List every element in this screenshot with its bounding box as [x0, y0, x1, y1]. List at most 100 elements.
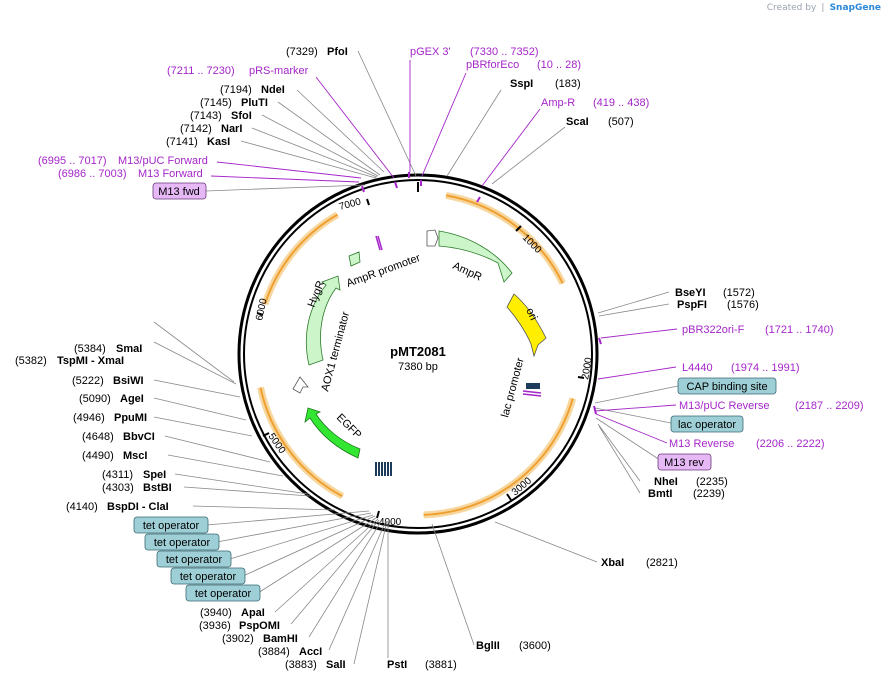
site-name-pluti[interactable]: PluTI — [241, 97, 268, 109]
site-pos-xbai: (2821) — [646, 557, 678, 569]
box-label-m13-fwd: M13 fwd — [158, 186, 200, 198]
feature-hygr[interactable] — [305, 251, 361, 366]
tick-label-7000: 7000 — [338, 196, 363, 212]
site-pos-sspi: (183) — [555, 78, 581, 90]
feature-aox1-terminator[interactable] — [292, 376, 309, 394]
primer-range-m13-forward: (6986 .. 7003) — [58, 168, 127, 180]
box-tet-operator-3[interactable]: tet operator — [156, 550, 232, 568]
site-pos-pfoi: (7329) — [286, 46, 318, 58]
primer-range-amp-r: (419 .. 438) — [593, 97, 649, 109]
box-tet-operator-1[interactable]: tet operator — [133, 516, 209, 534]
primer-name-m13-puc-forward[interactable]: M13/pUC Forward — [118, 155, 208, 167]
site-pos-agei: (5090) — [79, 393, 111, 405]
credit-prefix: Created by — [766, 3, 817, 13]
site-name-bamhi[interactable]: BamHI — [263, 633, 298, 645]
feature-ampr-promoter[interactable] — [426, 229, 439, 247]
site-pos-bstbi: (4303) — [102, 482, 134, 494]
site-name-sfoi[interactable]: SfoI — [231, 110, 252, 122]
site-name-bglii[interactable]: BglII — [476, 640, 500, 652]
box-tet-operator-5[interactable]: tet operator — [185, 584, 261, 602]
site-name-bspdi-clai[interactable]: BspDI - ClaI — [107, 501, 169, 513]
site-name-kasi[interactable]: KasI — [207, 136, 230, 148]
box-label-lac-operator: lac operator — [678, 419, 736, 431]
primer-name-pbrforeco[interactable]: pBRforEco — [466, 59, 519, 71]
site-name-psti[interactable]: PstI — [387, 659, 407, 671]
site-name-xbai[interactable]: XbaI — [601, 557, 624, 569]
site-pos-tspmi: (5382) — [15, 355, 47, 367]
box-tet-operator-2[interactable]: tet operator — [144, 533, 220, 551]
primer-name-amp-r[interactable]: Amp-R — [541, 97, 575, 109]
feature-label-ori: ori — [523, 306, 539, 322]
box-lac-operator[interactable]: lac operator — [670, 415, 744, 433]
site-name-sspi[interactable]: SspI — [510, 78, 533, 90]
tick-label-6000: 6000 — [254, 297, 269, 321]
box-tet-operator-4[interactable]: tet operator — [170, 567, 246, 585]
primer-marks-on-backbone — [361, 172, 602, 415]
box-cap-binding-site[interactable]: CAP binding site — [677, 377, 777, 395]
primer-range-prs-marker: (7211 .. 7230) — [167, 65, 235, 77]
site-name-nhei[interactable]: NheI — [654, 476, 678, 488]
primer-name-m13-reverse[interactable]: M13 Reverse — [669, 438, 734, 450]
orf-arc-lower-right[interactable] — [423, 398, 574, 516]
primer-name-prs-marker[interactable]: pRS-marker — [249, 65, 309, 77]
site-pos-bspdi: (4140) — [66, 501, 98, 513]
site-pos-pspfi: (1576) — [727, 299, 759, 311]
primer-name-l4440[interactable]: L4440 — [682, 362, 713, 374]
primer-leaders — [210, 60, 678, 444]
site-name-bsiwi[interactable]: BsiWI — [113, 375, 144, 387]
site-name-tspmi-xmai[interactable]: TspMI - XmaI — [57, 355, 124, 367]
box-label-tet-operator-2: tet operator — [154, 537, 211, 549]
primer-name-pbr322ori-f[interactable]: pBR322ori-F — [682, 324, 745, 336]
site-pos-bbvci: (4648) — [82, 431, 114, 443]
site-pos-apai: (3940) — [200, 607, 232, 619]
site-name-sali[interactable]: SalI — [326, 659, 346, 671]
site-pos-pluti: (7145) — [200, 97, 232, 109]
site-name-pfoi[interactable]: PfoI — [327, 46, 348, 58]
plasmid-name: pMT2081 — [390, 344, 446, 359]
backbone-outer-circle — [237, 173, 599, 535]
tick-label-2000: 2000 — [580, 356, 595, 380]
site-name-apai[interactable]: ApaI — [241, 607, 265, 619]
box-label-m13-rev: M13 rev — [664, 457, 704, 469]
site-name-agei[interactable]: AgeI — [120, 393, 144, 405]
site-pos-kasi: (7141) — [166, 136, 198, 148]
site-pos-sfoi: (7143) — [190, 110, 222, 122]
site-name-ppumi[interactable]: PpuMI — [114, 412, 147, 424]
site-pos-sali: (3883) — [285, 659, 317, 671]
site-pos-ndei: (7194) — [220, 84, 252, 96]
site-name-pspomi[interactable]: PspOMI — [239, 620, 280, 632]
site-name-nari[interactable]: NarI — [221, 123, 242, 135]
site-name-bmti[interactable]: BmtI — [648, 488, 672, 500]
site-name-bseyi[interactable]: BseYI — [675, 287, 706, 299]
tet-operator-marks — [375, 462, 392, 476]
box-m13-rev[interactable]: M13 rev — [657, 453, 712, 471]
site-name-smai[interactable]: SmaI — [116, 343, 142, 355]
snapgene-credit: Created by ❘ SnapGene — [767, 3, 881, 13]
feature-egfp[interactable] — [304, 407, 361, 459]
feature-ampr[interactable] — [438, 230, 513, 283]
site-name-msci[interactable]: MscI — [123, 450, 147, 462]
feature-ori[interactable] — [506, 293, 547, 358]
site-name-pspfi[interactable]: PspFI — [677, 299, 707, 311]
site-leaders — [153, 50, 670, 665]
box-m13-fwd[interactable]: M13 fwd — [152, 182, 207, 200]
orf-arc-ampr[interactable] — [445, 194, 564, 284]
site-name-ndei[interactable]: NdeI — [261, 84, 285, 96]
box-label-tet-operator-3: tet operator — [166, 554, 223, 566]
site-name-acci[interactable]: AccI — [299, 646, 322, 658]
primer-m13-fwd-mark — [375, 235, 381, 251]
tick-1000 — [515, 225, 522, 232]
primer-name-m13-puc-reverse[interactable]: M13/pUC Reverse — [679, 400, 769, 412]
site-name-bstbi[interactable]: BstBI — [143, 482, 172, 494]
primer-range-m13-puc-forward: (6995 .. 7017) — [38, 155, 107, 167]
site-name-bbvci[interactable]: BbvCI — [123, 431, 155, 443]
site-name-scai[interactable]: ScaI — [566, 116, 589, 128]
tick-4000 — [376, 510, 380, 519]
primer-name-pgex3[interactable]: pGEX 3' — [410, 46, 451, 58]
orf-arc-lower-left[interactable] — [259, 387, 343, 498]
site-name-spei[interactable]: SpeI — [143, 469, 166, 481]
site-pos-acci: (3884) — [258, 646, 290, 658]
orf-arc-left[interactable] — [263, 213, 339, 305]
primer-name-m13-forward[interactable]: M13 Forward — [138, 168, 203, 180]
